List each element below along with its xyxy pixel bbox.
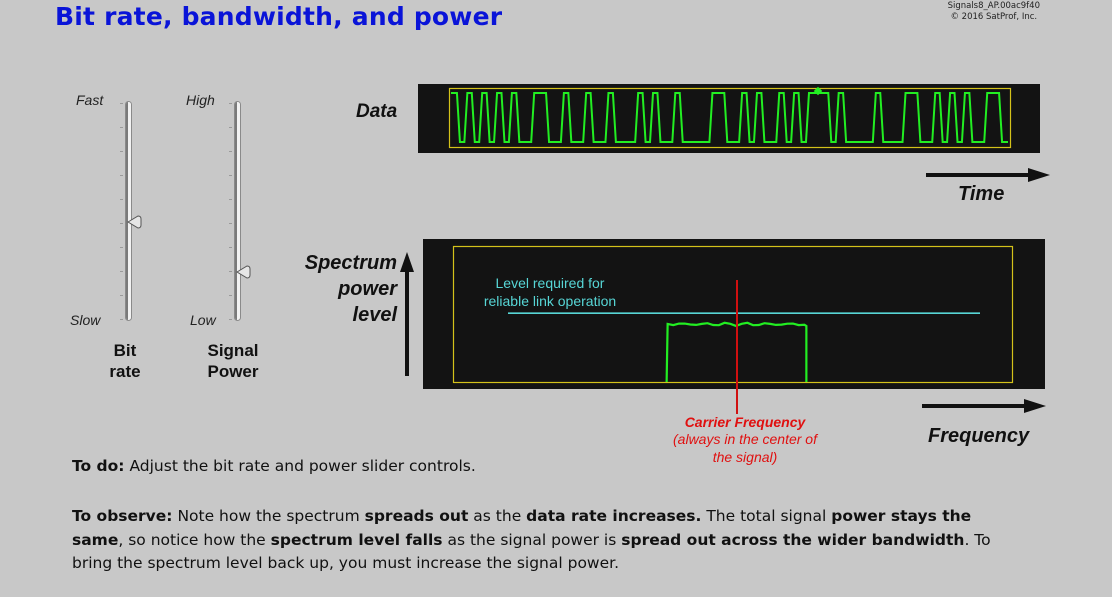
bit-rate-label: Bit rate	[100, 340, 150, 382]
spectrum-y-label-line1: Spectrum	[304, 252, 397, 274]
bit-rate-slider-track[interactable]	[126, 102, 131, 320]
bit-rate-slider-tick	[120, 271, 123, 272]
copyright: © 2016 SatProf, Inc.	[950, 12, 1038, 22]
signal-power-slider-tick	[229, 319, 232, 320]
signal-power-label-line1: Signal	[207, 341, 259, 360]
bit-rate-label-line1: Bit	[113, 341, 137, 360]
signal-power-label: Signal Power	[198, 340, 268, 382]
observe-text: as the signal power is	[442, 530, 622, 549]
signal-power-slider[interactable]	[229, 102, 259, 320]
frequency-axis-arrow	[922, 399, 1046, 413]
signal-power-slider-track[interactable]	[235, 102, 240, 320]
bit-rate-slider-tick	[120, 103, 123, 104]
frequency-axis-label: Frequency	[928, 425, 1030, 447]
required-level-label-line2: reliable link operation	[483, 293, 617, 309]
observe-text: The total signal	[701, 507, 832, 525]
observe-instruction: To observe: Note how the spectrum spread…	[72, 505, 1007, 576]
observe-text: , so notice how the	[118, 530, 271, 549]
observe-emphasis: data rate increases.	[526, 507, 702, 525]
spectrum-display-panel: Level required for reliable link operati…	[423, 239, 1045, 389]
time-axis-label: Time	[958, 183, 1005, 205]
bit-rate-slider-tick	[120, 151, 123, 152]
observe-emphasis: spectrum level falls	[270, 530, 443, 549]
carrier-note-line1: (always in the center of	[673, 431, 817, 447]
signal-power-slider-tick	[229, 127, 232, 128]
observe-label: To observe:	[72, 507, 173, 525]
bit-rate-slow-label: Slow	[70, 312, 101, 328]
reference-id: Signals8_AP.00ac9f40	[947, 1, 1040, 11]
observe-emphasis: spread out across the wider bandwidth	[621, 530, 965, 549]
observe-emphasis: power stays the same	[72, 507, 972, 549]
spectrum-y-label: Spectrum power level	[284, 250, 397, 328]
observe-text: Note how the spectrum	[172, 507, 365, 525]
signal-power-slider-tick	[229, 247, 232, 248]
bit-rate-label-line2: rate	[109, 362, 141, 381]
power-low-label: Low	[190, 312, 216, 328]
signal-power-slider-tick	[229, 199, 232, 200]
signal-power-slider-tick	[229, 223, 232, 224]
todo-label: To do:	[72, 457, 125, 475]
required-level-label: Level required for reliable link operati…	[465, 274, 635, 310]
signal-spectrum-trace	[665, 321, 808, 383]
spectrum-plot-frame	[452, 245, 1014, 384]
data-plot-frame	[448, 87, 1012, 149]
reference-info: Signals8_AP.00ac9f40 © 2016 SatProf, Inc…	[948, 1, 1040, 23]
data-waveform-trace	[451, 92, 1008, 143]
carrier-frequency-line	[736, 280, 738, 414]
bit-rate-slider-tick	[120, 295, 123, 296]
bit-rate-slider-tick	[120, 223, 123, 224]
signal-power-slider-tick	[229, 295, 232, 296]
spectrum-y-label-line3: level	[352, 304, 397, 326]
spectrum-y-label-line2: power	[338, 278, 397, 300]
bit-rate-slider-tick	[120, 319, 123, 320]
observe-emphasis: spreads out	[364, 507, 469, 525]
todo-instruction: To do: Adjust the bit rate and power sli…	[72, 455, 1052, 479]
signal-power-slider-tick	[229, 271, 232, 272]
carrier-frequency-note: (always in the center of the signal)	[640, 430, 850, 466]
signal-power-slider-tick	[229, 175, 232, 176]
signal-power-slider-tick	[229, 103, 232, 104]
spectrum-plot	[452, 245, 1014, 384]
observe-text: as the	[468, 507, 527, 525]
signal-power-label-line2: Power	[207, 362, 259, 381]
bit-rate-slider-tick	[120, 175, 123, 176]
page-title: Bit rate, bandwidth, and power	[55, 2, 503, 31]
data-waveform-plot	[448, 86, 1012, 149]
data-display-panel	[418, 84, 1040, 153]
data-label: Data	[356, 101, 398, 122]
carrier-note-line2: the signal)	[712, 449, 778, 465]
todo-text: Adjust the bit rate and power slider con…	[124, 457, 476, 475]
bit-rate-slider-tick	[120, 127, 123, 128]
carrier-frequency-annotation: Carrier Frequency (always in the center …	[640, 414, 850, 466]
bit-rate-slider-thumb[interactable]	[127, 213, 143, 229]
spectrum-y-axis-arrow	[400, 252, 414, 376]
signal-power-slider-tick	[229, 151, 232, 152]
signal-power-slider-thumb[interactable]	[236, 263, 252, 279]
observe-text: . To bring the spectrum level back up, y…	[72, 530, 991, 573]
bit-rate-slider-tick	[120, 199, 123, 200]
bit-rate-slider-tick	[120, 247, 123, 248]
time-axis-arrow	[926, 168, 1050, 182]
carrier-frequency-label: Carrier Frequency	[684, 414, 806, 430]
required-level-label-line1: Level required for	[495, 275, 605, 291]
bit-rate-fast-label: Fast	[76, 92, 104, 108]
power-high-label: High	[186, 92, 215, 108]
bit-rate-slider[interactable]	[120, 102, 150, 320]
